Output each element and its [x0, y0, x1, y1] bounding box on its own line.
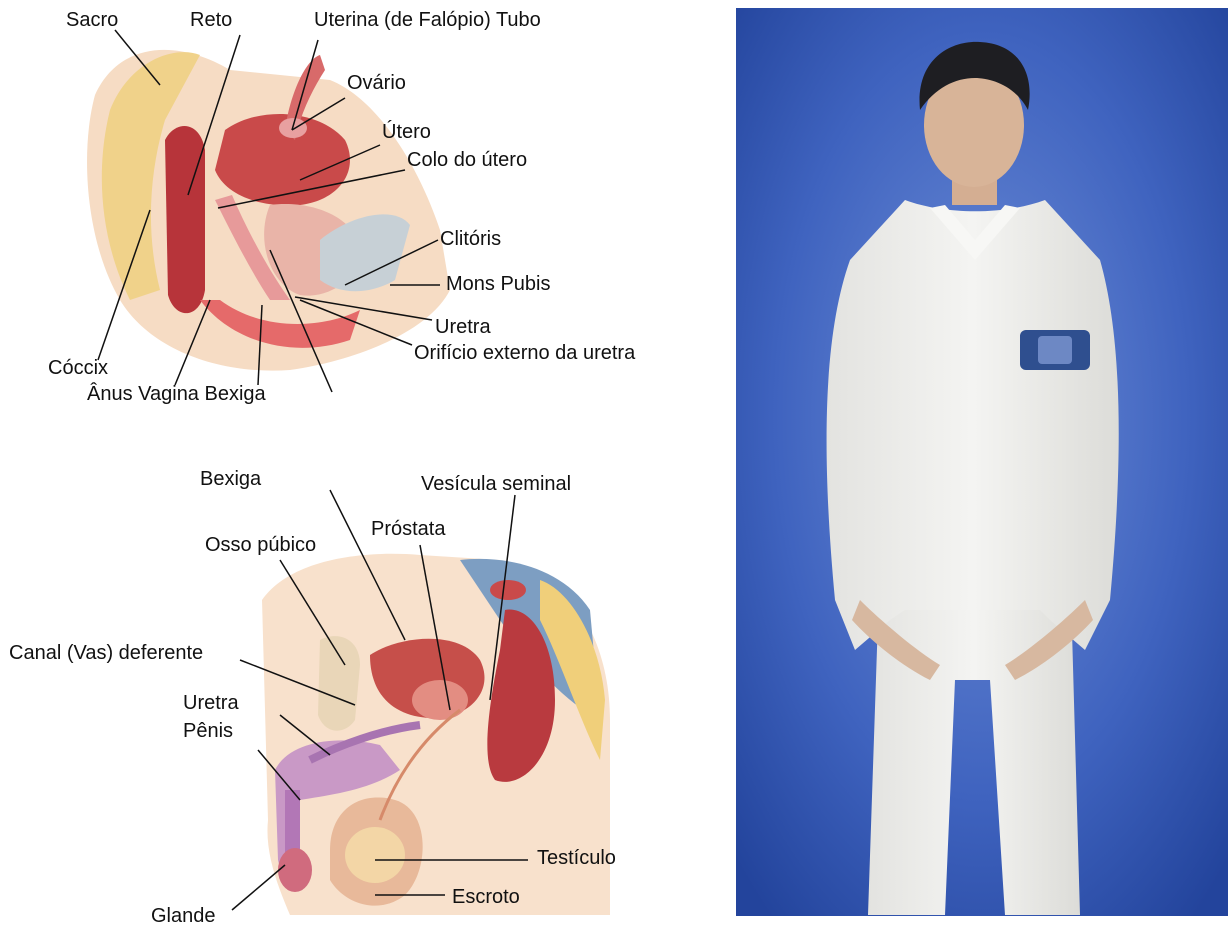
label-reto: Reto — [190, 10, 232, 30]
label-uretra-m: Uretra — [183, 693, 239, 713]
label-canal: Canal (Vas) deferente — [9, 643, 203, 663]
label-colo: Colo do útero — [407, 150, 527, 170]
label-anus-vagina-bexiga: Ânus Vagina Bexiga — [87, 384, 266, 404]
label-tubo: Uterina (de Falópio) Tubo — [314, 10, 541, 30]
label-escroto: Escroto — [452, 887, 520, 907]
man-standing-photo — [736, 8, 1228, 916]
label-ovario: Ovário — [347, 73, 406, 93]
label-utero: Útero — [382, 122, 431, 142]
label-prostata: Próstata — [371, 519, 445, 539]
label-mons: Mons Pubis — [446, 274, 551, 294]
label-clitoris: Clitóris — [440, 229, 501, 249]
label-coccix: Cóccix — [48, 358, 108, 378]
label-sacro: Sacro — [66, 10, 118, 30]
label-testiculo: Testículo — [537, 848, 616, 868]
label-vesicula: Vesícula seminal — [421, 474, 571, 494]
label-uretra-f: Uretra — [435, 317, 491, 337]
female-anatomy-illustration — [87, 50, 450, 371]
label-osso: Osso púbico — [205, 535, 316, 555]
label-penis: Pênis — [183, 721, 233, 741]
label-bexiga: Bexiga — [200, 469, 261, 489]
label-glande: Glande — [151, 906, 216, 926]
label-orificio: Orifício externo da uretra — [414, 343, 635, 363]
